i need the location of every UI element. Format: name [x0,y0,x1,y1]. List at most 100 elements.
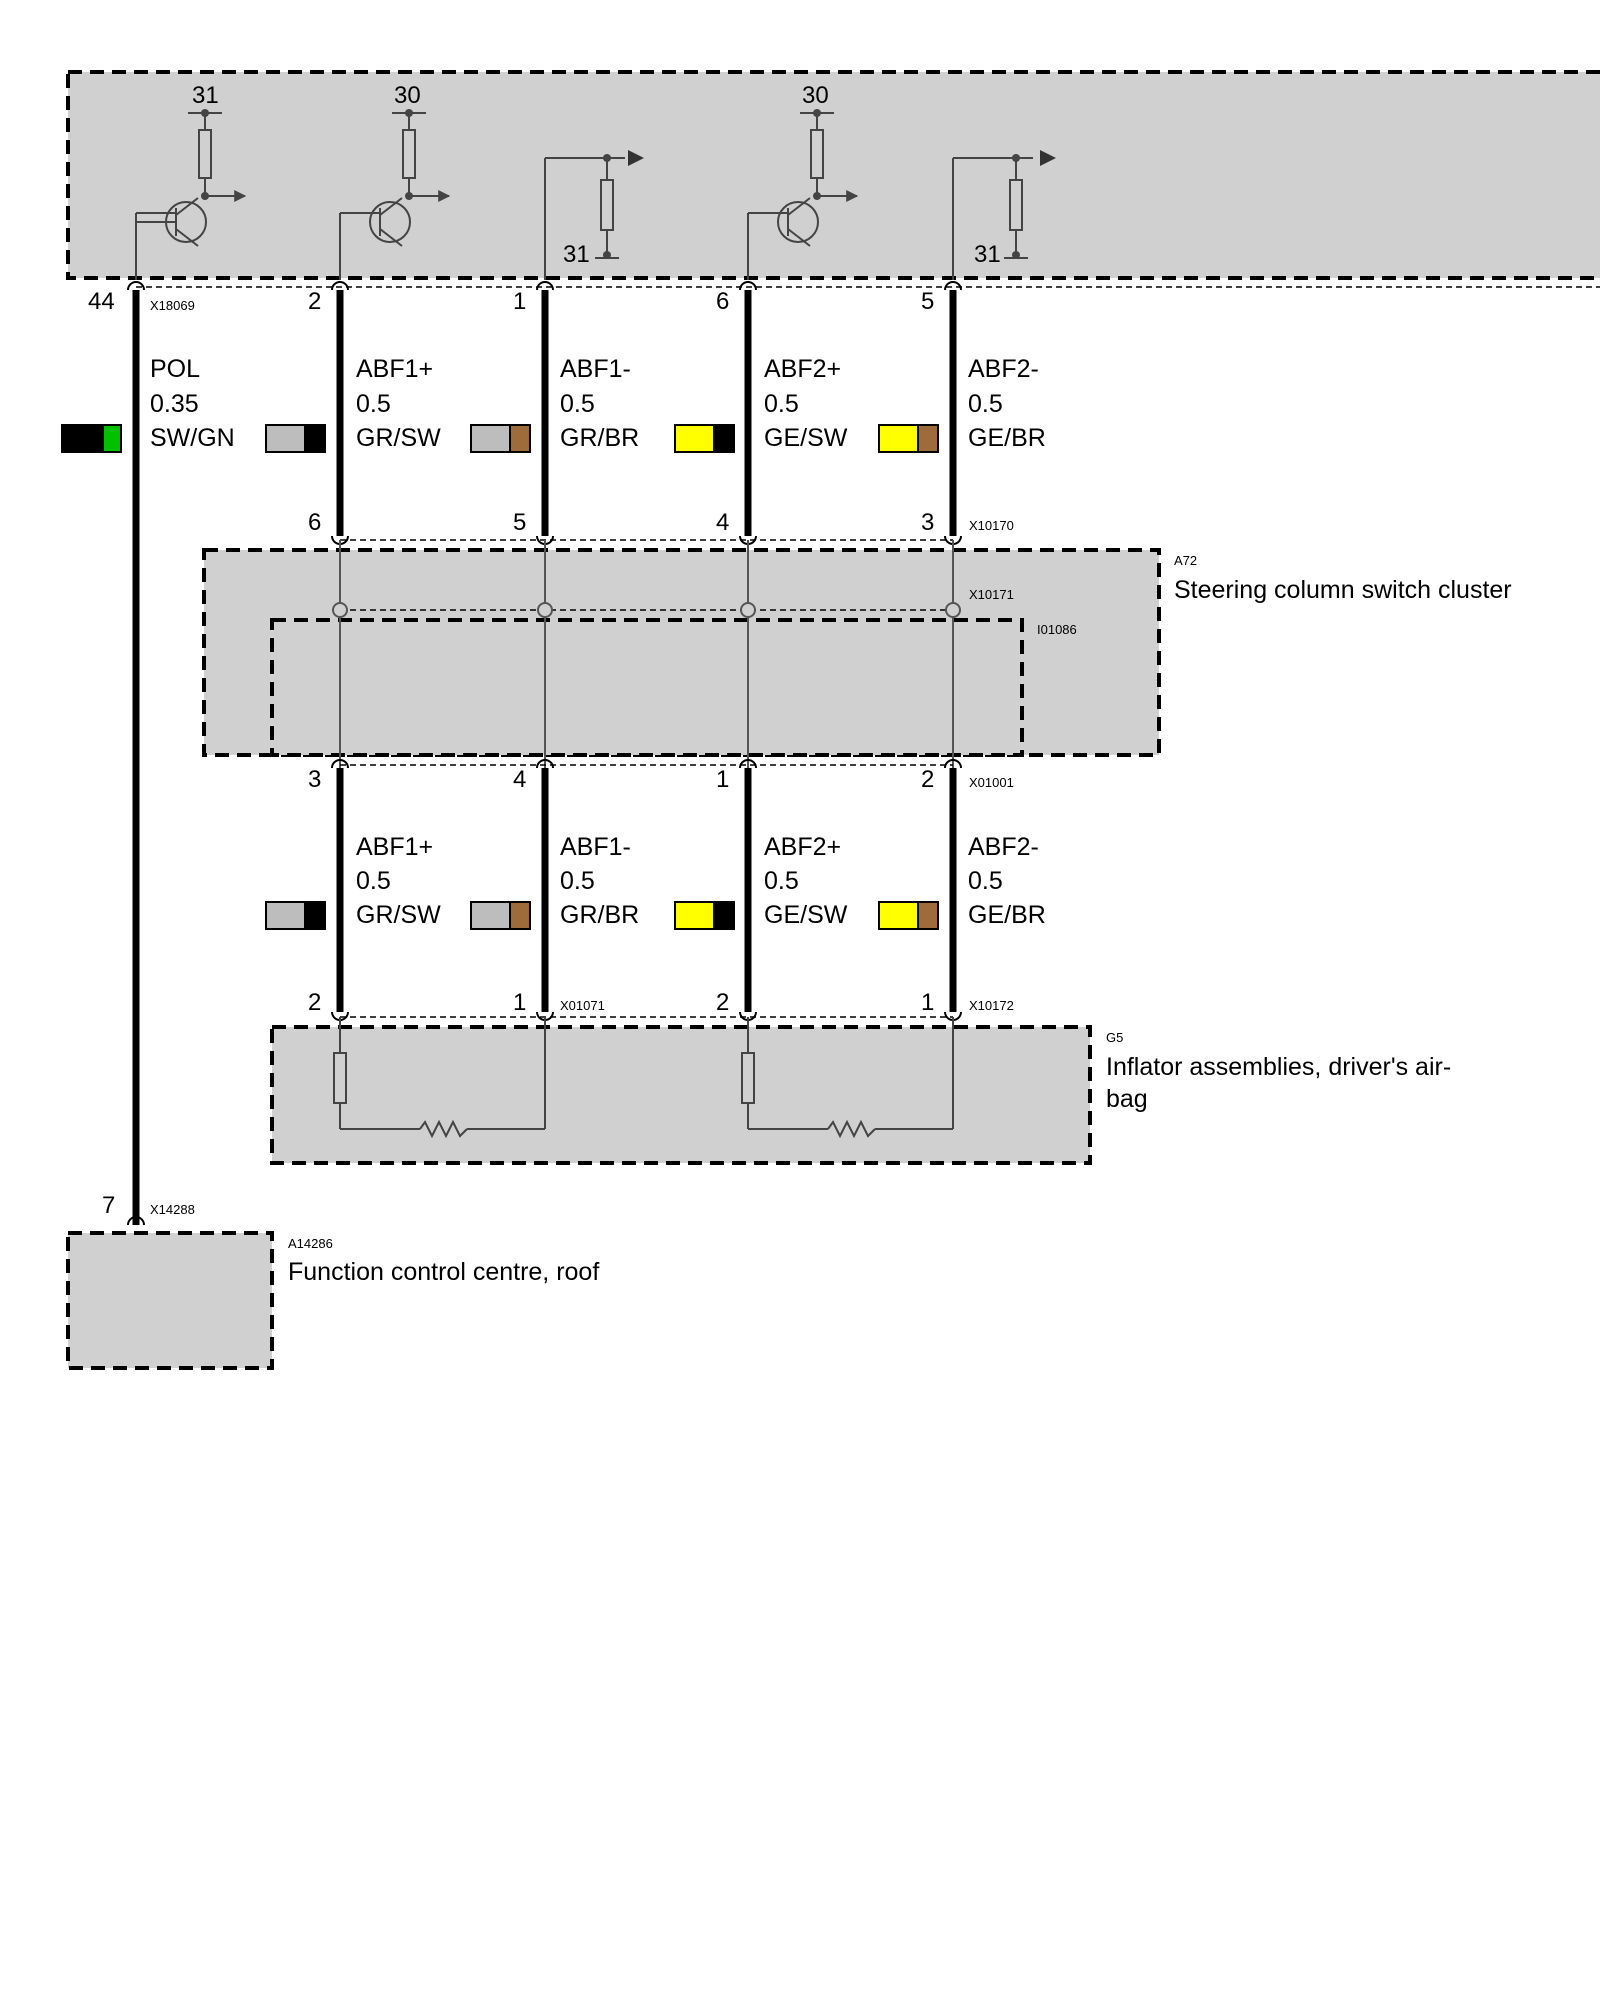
steering-inner-box [270,618,1024,757]
color-swatch-gr-br-bottom [470,901,531,930]
pin-x10170-6: 6 [308,509,321,536]
wire-size: 0.35 [150,390,199,418]
pin-upper-1: 1 [513,288,526,315]
wire-size: 0.5 [968,867,1003,895]
pin-upper-6: 6 [716,288,729,315]
wire-color-code: GE/BR [968,901,1046,929]
connector-x10171-label: X10171 [969,587,1014,602]
wire-size: 0.5 [764,390,799,418]
ground-label-1: 31 [563,241,590,268]
wire-size: 0.5 [356,390,391,418]
supply-label-2: 30 [394,82,421,109]
pin-x10170-5: 5 [513,509,526,536]
color-swatch-sw-gn [61,424,122,453]
color-swatch-gr-sw-top [265,424,326,453]
wire-label-abf2-plus-top: ABF2+ 0.5 GE/SW [764,355,848,452]
connector-x18069-label: X18069 [150,298,195,313]
connector-arcs-airbag [331,1011,962,1021]
wire-signal: ABF1- [560,355,631,383]
connector-arcs-top [127,281,962,291]
wire-label-abf1-plus-bottom: ABF1+ 0.5 GR/SW [356,833,441,929]
pin-airbag-1b: 1 [921,989,934,1016]
roof-module-id: A14286 [288,1236,333,1251]
connector-x01071-label: X01071 [560,998,605,1013]
steering-cluster-id: A72 [1174,553,1197,568]
pin-roof-7: 7 [102,1192,115,1219]
connector-x14288-label: X14288 [150,1202,195,1217]
airbag-name-line1: Inflator assemblies, driver's air- [1106,1053,1451,1081]
wire-size: 0.5 [968,390,1003,418]
pin-airbag-1a: 1 [513,989,526,1016]
wire-color-code: GE/SW [764,901,848,929]
pin-x01001-2: 2 [921,766,934,793]
pulldown-stage-1 [544,150,644,280]
pin-x10170-3: 3 [921,509,934,536]
pin-x01001-1: 1 [716,766,729,793]
cluster-through-lines [339,540,954,768]
wire-color-code: GR/BR [560,424,639,452]
color-swatch-ge-br-top [878,424,939,453]
inflator-circuit-1 [333,1017,546,1139]
wire-signal: ABF1+ [356,833,433,861]
wire-label-abf2-minus-top: ABF2- 0.5 GE/BR [968,355,1046,452]
wire-label-abf2-minus-bottom: ABF2- 0.5 GE/BR [968,833,1046,929]
supply-label-1: 31 [192,82,219,109]
wire-signal: ABF2- [968,833,1039,861]
connector-arcs-x10170 [331,535,962,545]
wire-size: 0.5 [764,867,799,895]
pin-upper-2: 2 [308,288,321,315]
ground-label-2: 31 [974,241,1001,268]
inflator-circuit-2 [741,1017,954,1139]
connector-x01001-label: X01001 [969,775,1014,790]
wire-label-abf1-plus-top: ABF1+ 0.5 GR/SW [356,355,441,452]
wire-size: 0.5 [560,867,595,895]
connector-x10172-label: X10172 [969,998,1014,1013]
wire-label-pol: POL 0.35 SW/GN [150,355,235,452]
connector-arcs-x01001 [331,759,962,769]
connector-x10170-label: X10170 [969,518,1014,533]
color-swatch-gr-br-top [470,424,531,453]
wire-color-code: GE/BR [968,424,1046,452]
color-swatch-gr-sw-bottom [265,901,326,930]
connector-arc-roof [127,1216,145,1226]
wire-signal: ABF2+ [764,833,841,861]
airbag-box [270,1025,1092,1165]
wire-label-abf1-minus-top: ABF1- 0.5 GR/BR [560,355,639,452]
wire-color-code: GR/SW [356,424,441,452]
steering-cluster-name: Steering column switch cluster [1174,576,1512,604]
wire-label-abf1-minus-bottom: ABF1- 0.5 GR/BR [560,833,639,929]
color-swatch-ge-sw-top [674,424,735,453]
wire-color-code: SW/GN [150,424,235,452]
wire-color-code: GR/SW [356,901,441,929]
airbag-id: G5 [1106,1030,1123,1045]
wire-label-abf2-plus-bottom: ABF2+ 0.5 GE/SW [764,833,848,929]
wire-signal: ABF2+ [764,355,841,383]
wire-signal: ABF1- [560,833,631,861]
connector-circles-x10171 [332,602,961,618]
transistor-stage-2 [339,109,451,280]
airbag-name-line2: bag [1106,1085,1148,1113]
wire-signal: ABF2- [968,355,1039,383]
supply-label-3: 30 [802,82,829,109]
pin-44: 44 [88,288,115,315]
roof-module-name: Function control centre, roof [288,1258,599,1286]
pin-x10170-4: 4 [716,509,729,536]
transistor-stage-3 [747,109,859,280]
pin-upper-5: 5 [921,288,934,315]
color-swatch-ge-br-bottom [878,901,939,930]
control-module-box [66,70,1600,280]
color-swatch-ge-sw-bottom [674,901,735,930]
pin-x01001-3: 3 [308,766,321,793]
wire-color-code: GR/BR [560,901,639,929]
transistor-stage-1 [135,109,247,280]
wire-color-code: GE/SW [764,424,848,452]
wire-size: 0.5 [560,390,595,418]
wire-signal: ABF1+ [356,355,433,383]
roof-module-box [66,1231,274,1370]
pin-airbag-2a: 2 [308,989,321,1016]
wire-size: 0.5 [356,867,391,895]
pin-airbag-2b: 2 [716,989,729,1016]
wire-signal: POL [150,355,200,383]
pin-x01001-4: 4 [513,766,526,793]
